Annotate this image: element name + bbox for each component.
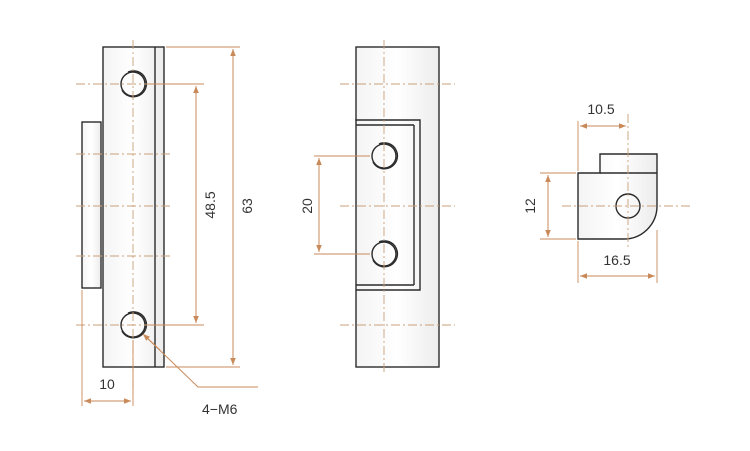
- side-hole-bottom-thread: [372, 240, 399, 268]
- thread-callout-arrow: [142, 333, 161, 351]
- front-knuckle: [81, 121, 102, 289]
- side-hole-top-thread: [372, 142, 399, 170]
- dim-edge-offset-label: 10: [99, 376, 115, 392]
- side-body: [355, 46, 440, 368]
- front-hole-top-thread: [121, 70, 148, 98]
- dim-side-hole-spacing-label: 20: [299, 198, 315, 214]
- side-leaf-outline: [355, 119, 421, 291]
- thread-callout-label: 4−M6: [202, 401, 238, 417]
- front-hole-bottom-thread: [121, 311, 148, 339]
- thread-callout-leader: [144, 335, 258, 388]
- dim-hole-spacing-label: 48.5: [202, 191, 218, 218]
- dim-end-width-label: 16.5: [603, 252, 630, 268]
- front-view: 48.5 63 10 4−M6: [76, 40, 258, 417]
- dim-end-height-label: 12: [522, 198, 538, 214]
- dim-top-width-label: 10.5: [587, 101, 614, 117]
- end-view: 10.5 12 16.5: [522, 101, 690, 283]
- end-body: [577, 153, 658, 240]
- dim-overall-length-label: 63: [239, 198, 255, 214]
- side-view: 20: [299, 40, 455, 372]
